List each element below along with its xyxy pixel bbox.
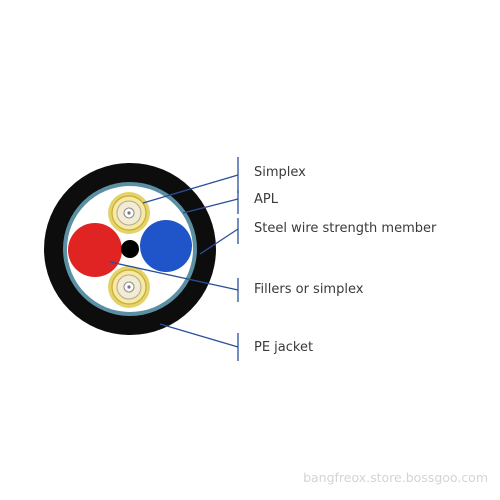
leader-lines [109,157,239,361]
label-pe-jacket: PE jacket [254,340,314,355]
leader-line-apl [182,198,239,214]
simplex-bottom [108,266,150,308]
label-simplex: Simplex [254,165,306,180]
label-steel-wire-strength-member: Steel wire strength member [254,221,437,236]
filler-red [68,223,122,277]
leader-line-pe-jacket [159,323,239,348]
simplex-top [108,192,150,234]
label-apl: APL [254,192,278,207]
watermark-text: bangfreox.store.bossgoo.com [303,470,488,485]
leader-line-simplex [142,174,239,204]
leader-line-fillers [109,261,239,291]
label-fillers-or-simplex: Fillers or simplex [254,282,364,297]
steel-wire-strength-member [121,240,139,258]
filler-blue [140,220,192,272]
leader-line-steel-wire [199,228,239,255]
